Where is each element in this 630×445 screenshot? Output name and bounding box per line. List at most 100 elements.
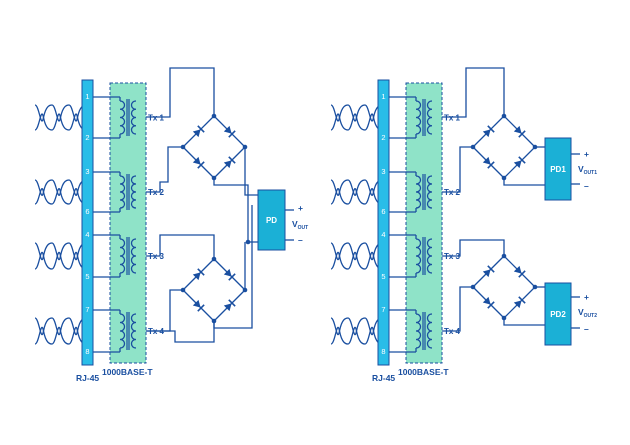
- pin-number: 2: [85, 133, 89, 142]
- secondary-winding: [426, 238, 433, 274]
- transformer-part-label: 1000BASE-T: [398, 367, 449, 377]
- primary-winding: [415, 238, 422, 274]
- pin-number: 8: [381, 347, 385, 356]
- diode-icon: [223, 299, 236, 312]
- cable-strand: [330, 188, 383, 205]
- diode-icon: [513, 156, 526, 169]
- secondary-winding: [130, 238, 137, 274]
- twisted-pair-cable: [330, 317, 383, 345]
- center-tap-wire: [146, 289, 183, 332]
- plus-sign: +: [584, 292, 589, 302]
- transformer-block: [405, 82, 443, 364]
- pd-box: [544, 282, 572, 346]
- primary-winding: [119, 175, 126, 209]
- rj45-connector: [377, 79, 390, 366]
- powered-device: PD: [257, 189, 286, 251]
- cable-strand: [34, 113, 87, 131]
- diode-icon: [223, 125, 236, 138]
- diode-bar: [197, 161, 205, 169]
- pin-number: 8: [85, 347, 89, 356]
- connector-label: RJ-45: [76, 373, 99, 383]
- cable-strand: [34, 326, 87, 345]
- diode-bridge: [180, 256, 248, 324]
- diode-triangle: [482, 269, 491, 278]
- diode-icon: [482, 156, 495, 169]
- transformer-coil: [119, 312, 137, 350]
- diode-icon: [192, 125, 205, 138]
- diode-icon: [223, 268, 236, 281]
- diode-icon: [192, 299, 205, 312]
- pd-label: PD: [266, 216, 277, 225]
- diode-triangle: [192, 156, 201, 165]
- pd-label: PD2: [550, 310, 566, 319]
- diode-bridge: [180, 113, 248, 181]
- pin-number: 4: [381, 230, 385, 239]
- pin-number: 5: [381, 272, 385, 281]
- diode-triangle: [223, 268, 232, 277]
- connector-label: RJ-45: [372, 373, 395, 383]
- center-tap-wire: [146, 234, 215, 259]
- center-tap-wire: [442, 67, 505, 118]
- diode-bar: [487, 125, 495, 133]
- rail: [503, 318, 545, 326]
- twisted-pair-cable: [34, 242, 87, 270]
- pd-box: [257, 189, 286, 251]
- twisted-pair-cable: [34, 179, 87, 205]
- diode-bridge: [470, 113, 538, 181]
- vout2-label: VOUT2: [578, 307, 597, 319]
- pin-number: 7: [381, 305, 385, 314]
- diode-bar: [487, 265, 495, 273]
- diode-triangle: [192, 272, 201, 281]
- center-tap-wire: [442, 286, 473, 332]
- twisted-pair-cable: [330, 242, 383, 270]
- diode-triangle: [482, 296, 491, 305]
- powered-device: PD2: [544, 282, 572, 346]
- pin-number: 2: [381, 133, 385, 142]
- diode-icon: [223, 156, 236, 169]
- transformer-coil: [415, 237, 433, 275]
- powered-device: PD1: [544, 137, 572, 201]
- diode-icon: [513, 296, 526, 309]
- pin-number: 4: [85, 230, 89, 239]
- twisted-pair-cable: [34, 317, 87, 345]
- diode-bar: [228, 130, 236, 138]
- diode-triangle: [482, 129, 491, 138]
- pin-number: 1: [85, 92, 89, 101]
- transformer-coil: [415, 312, 433, 350]
- pin-number: 6: [381, 207, 385, 216]
- diode-triangle: [513, 300, 522, 309]
- minus-sign: –: [584, 324, 589, 334]
- diode-bar: [518, 156, 526, 164]
- diode-bar: [487, 161, 495, 169]
- diode-icon: [482, 296, 495, 309]
- diode-icon: [192, 156, 205, 169]
- pin-number: 1: [381, 92, 385, 101]
- center-tap-wire: [146, 146, 183, 193]
- minus-sign: –: [584, 181, 589, 191]
- cable-strand: [330, 326, 383, 345]
- plus-sign: +: [584, 149, 589, 159]
- transformer-coil: [415, 99, 433, 136]
- rj45-connector: [81, 79, 94, 366]
- rail: [213, 178, 258, 243]
- secondary-winding: [426, 175, 433, 209]
- center-tap-wire: [146, 67, 215, 118]
- pd-label: PD1: [550, 165, 566, 174]
- minus-sign: –: [298, 235, 303, 245]
- transformer-label: Tx 1: [444, 114, 461, 123]
- transformer-coil: [119, 99, 137, 136]
- secondary-winding: [130, 100, 137, 135]
- secondary-winding: [130, 175, 137, 209]
- primary-winding: [415, 100, 422, 135]
- diode-bar: [487, 301, 495, 309]
- cable-strand: [34, 251, 87, 270]
- diode-icon: [192, 268, 205, 281]
- primary-winding: [119, 238, 126, 274]
- diode-triangle: [192, 299, 201, 308]
- diode-triangle: [513, 265, 522, 274]
- positive-rail: [244, 147, 258, 196]
- transformer-block: [109, 82, 147, 364]
- pin-number: 3: [85, 167, 89, 176]
